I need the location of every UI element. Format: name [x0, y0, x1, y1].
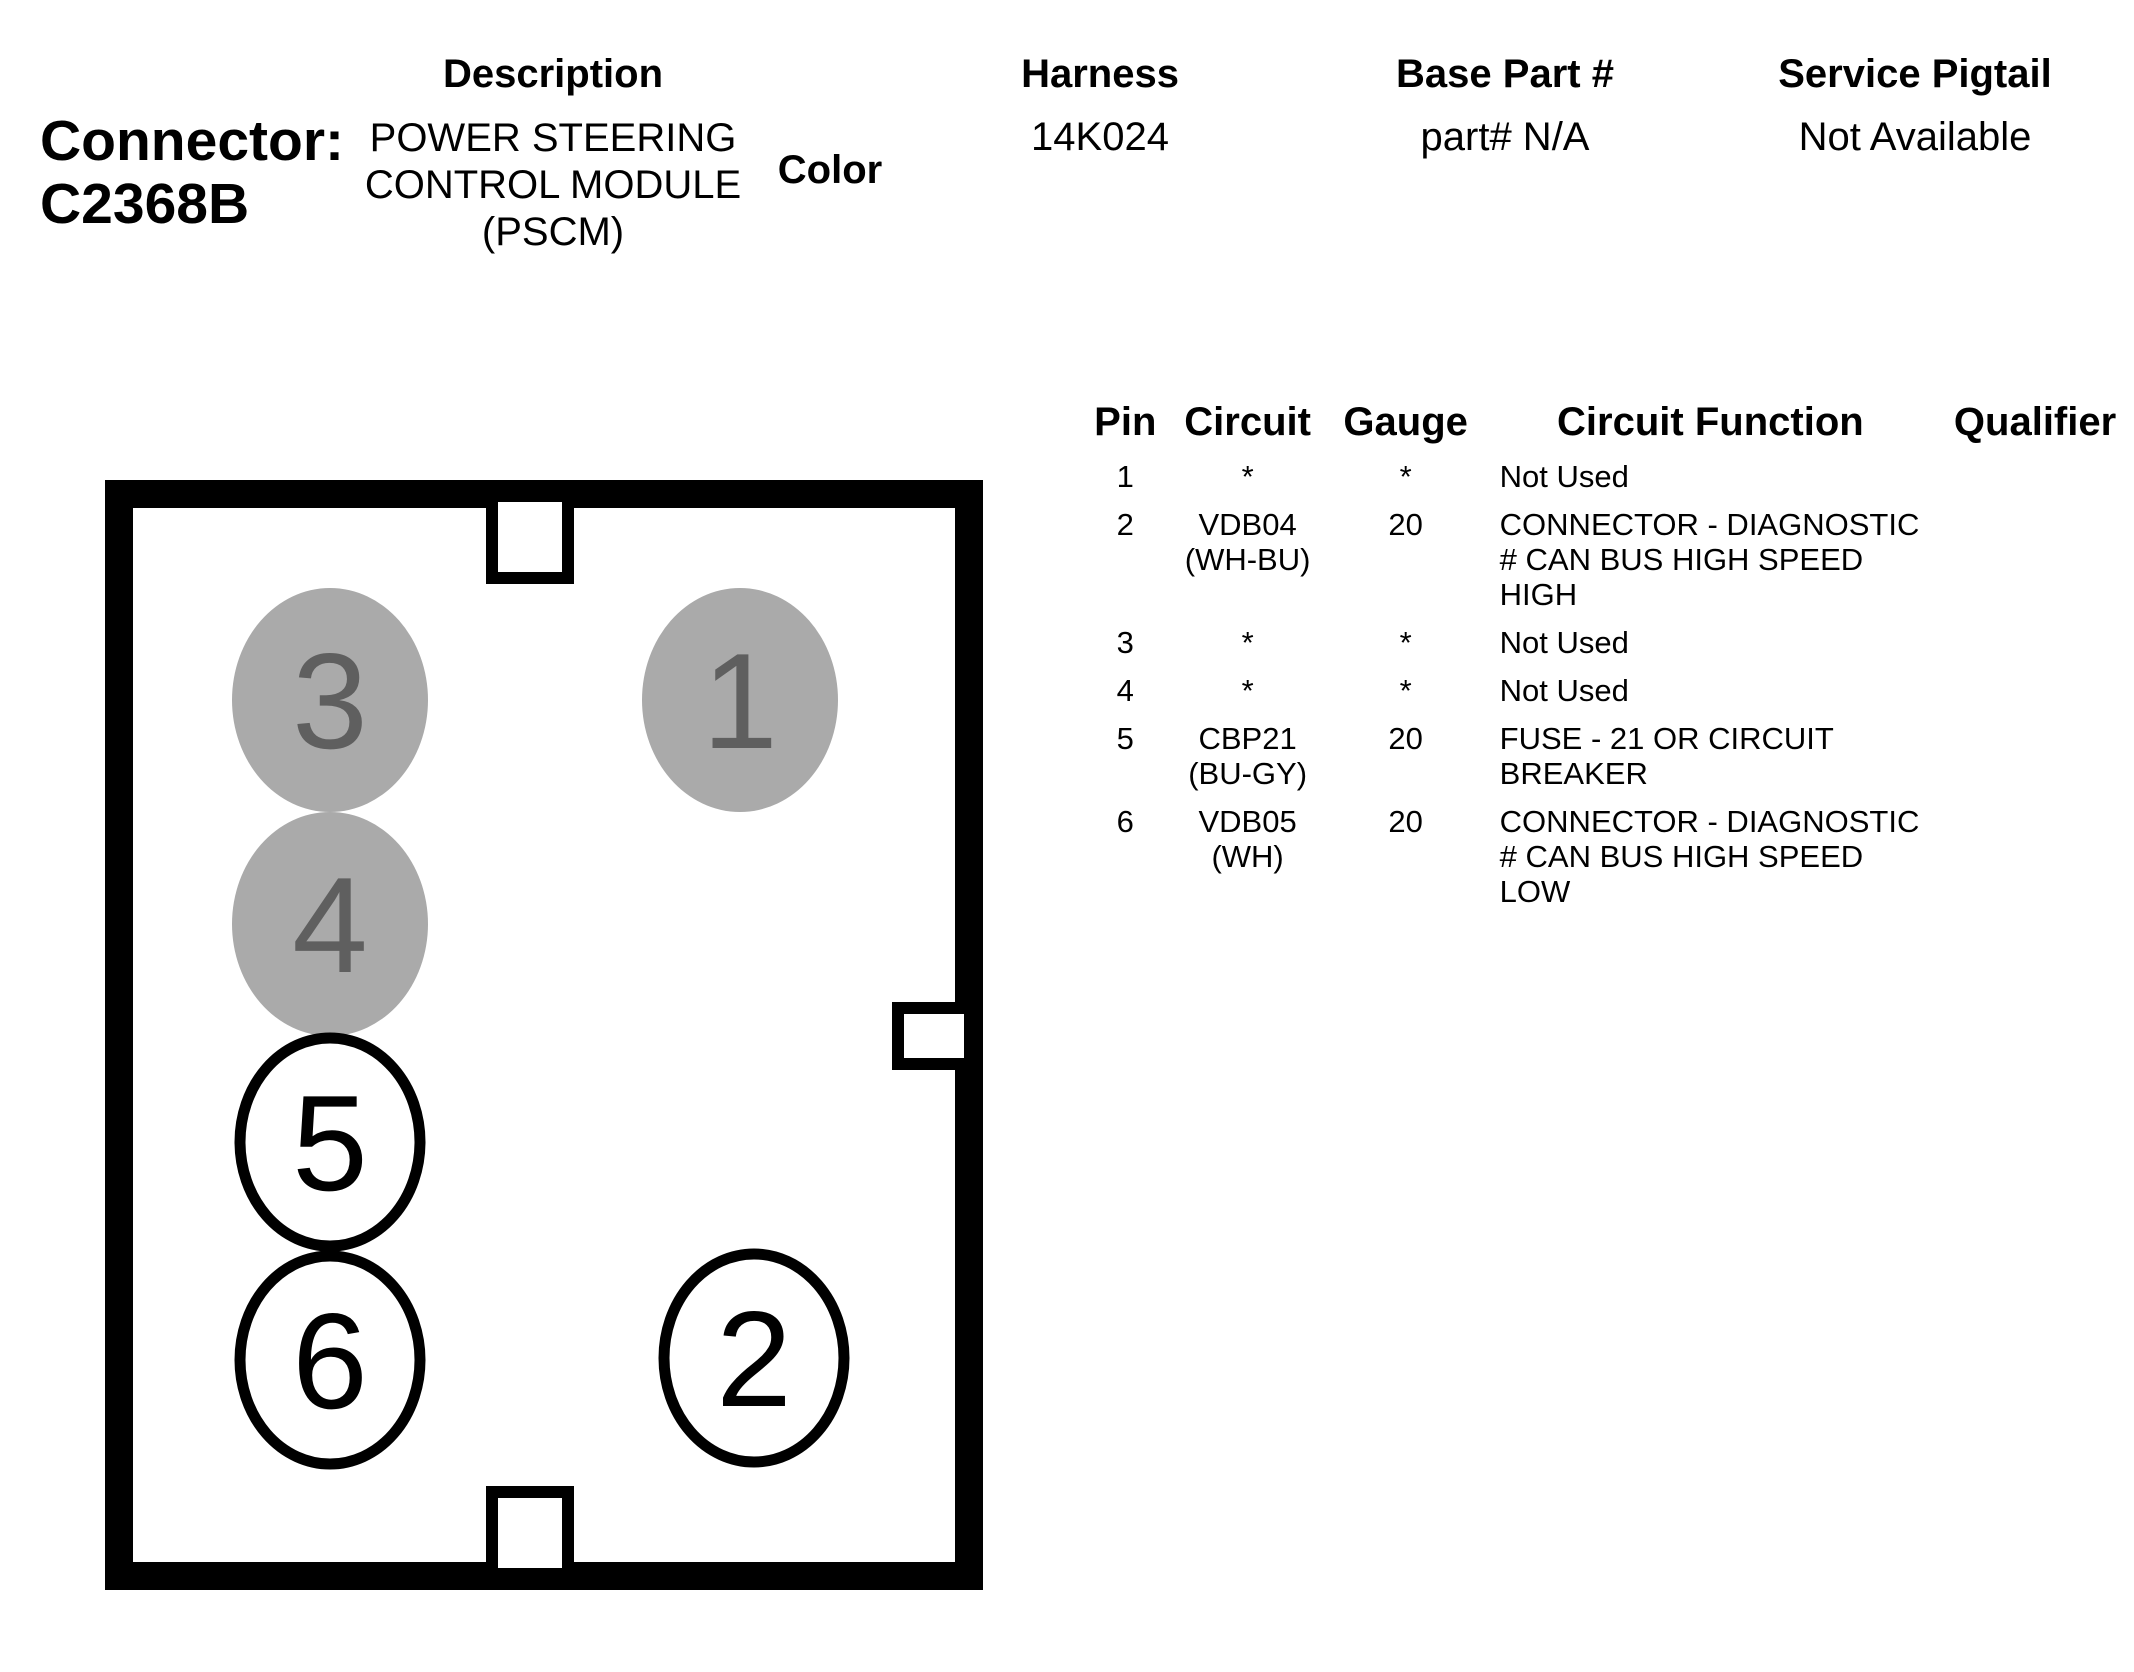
circuit-function: Not Used	[1499, 625, 1629, 660]
pin-number-label: 2	[716, 1283, 792, 1435]
circuit-cell: CBP21(BU-GY)	[1169, 721, 1327, 804]
circuit-id: CBP21	[1198, 721, 1297, 756]
connector-housing	[105, 480, 983, 1590]
pin-number-label: 3	[292, 625, 368, 777]
pin-cavity	[232, 812, 428, 1036]
top-latch-notch	[486, 490, 574, 584]
connector-face-diagram: 1 2 3 4 5 6	[105, 480, 983, 1590]
connector-id: C2368B	[40, 172, 250, 236]
harness-value: 14K024	[1031, 115, 1169, 159]
pin-table: Pin Circuit Gauge Circuit Function Quali…	[1082, 400, 2134, 922]
base-part-value: part# N/A	[1420, 115, 1590, 159]
pin-4-unused: 4	[232, 812, 428, 1036]
gauge: *	[1399, 625, 1412, 660]
pin-table-header-row: Pin Circuit Gauge Circuit Function Quali…	[1082, 400, 2134, 459]
service-pigtail-value: Not Available	[1798, 115, 2032, 159]
circuit-cell: *	[1169, 625, 1327, 673]
connector-label: Connector: C2368B	[40, 110, 344, 236]
circuit-cell: VDB05(WH)	[1169, 804, 1327, 922]
circuit-cell: VDB04(WH-BU)	[1169, 507, 1327, 625]
gauge: *	[1399, 673, 1412, 708]
pin-cavity	[642, 588, 838, 812]
qualifier	[1936, 625, 2134, 673]
column-header-pin: Pin	[1094, 400, 1157, 444]
circuit-id: *	[1241, 625, 1254, 660]
circuit-function: Not Used	[1499, 673, 1629, 708]
table-row: 2 VDB04(WH-BU) 20 CONNECTOR - DIAGNOSTIC…	[1082, 507, 2134, 625]
pin-number: 6	[1116, 804, 1134, 839]
bottom-latch-notch	[486, 1486, 574, 1580]
column-header-circuit: Circuit	[1184, 400, 1311, 444]
table-row: 5 CBP21(BU-GY) 20 FUSE - 21 OR CIRCUIT B…	[1082, 721, 2134, 804]
circuit-function: CONNECTOR - DIAGNOSTIC # CAN BUS HIGH SP…	[1499, 804, 1920, 909]
gauge: 20	[1388, 804, 1423, 839]
pin-number: 2	[1116, 507, 1134, 542]
circuit-color: (WH)	[1211, 839, 1284, 874]
pin-cavity	[234, 1250, 426, 1470]
side-key-notch	[892, 1002, 976, 1070]
circuit-function: FUSE - 21 OR CIRCUIT BREAKER	[1499, 721, 1834, 791]
column-header-gauge: Gauge	[1343, 400, 1468, 444]
color-header: Color	[777, 148, 883, 192]
pin-1-unused: 1	[642, 588, 838, 812]
pin-3-unused: 3	[232, 588, 428, 812]
circuit-id: VDB05	[1198, 804, 1297, 839]
qualifier	[1936, 507, 2134, 625]
qualifier	[1936, 721, 2134, 804]
pin-number: 4	[1116, 673, 1134, 708]
harness-header: Harness	[1021, 52, 1179, 96]
circuit-cell: *	[1169, 673, 1327, 721]
pin-cavity	[234, 1032, 426, 1252]
pin-number-label: 5	[292, 1067, 368, 1219]
pin-cavity	[658, 1248, 850, 1468]
pin-number: 1	[1116, 459, 1134, 494]
pin-2-used: 2	[658, 1248, 850, 1468]
circuit-id: VDB04	[1198, 507, 1297, 542]
circuit-color: (BU-GY)	[1188, 756, 1308, 791]
qualifier	[1936, 459, 2134, 507]
gauge: 20	[1388, 721, 1423, 756]
table-row: 6 VDB05(WH) 20 CONNECTOR - DIAGNOSTIC # …	[1082, 804, 2134, 922]
table-row: 1 * * Not Used	[1082, 459, 2134, 507]
pin-number-label: 4	[292, 849, 368, 1001]
pin-number: 3	[1116, 625, 1134, 660]
circuit-cell: *	[1169, 459, 1327, 507]
table-row: 3 * * Not Used	[1082, 625, 2134, 673]
circuit-id: *	[1241, 459, 1254, 494]
service-pigtail-header: Service Pigtail	[1778, 52, 2052, 96]
pin-number-label: 6	[292, 1285, 368, 1437]
description-value: POWER STEERING CONTROL MODULE (PSCM)	[364, 116, 742, 254]
qualifier	[1936, 804, 2134, 922]
pin-number-label: 1	[702, 625, 778, 777]
circuit-function: Not Used	[1499, 459, 1629, 494]
circuit-function: CONNECTOR - DIAGNOSTIC # CAN BUS HIGH SP…	[1499, 507, 1920, 612]
pin-6-used: 6	[234, 1250, 426, 1470]
column-header-circuit-function: Circuit Function	[1557, 400, 1864, 444]
connector-label-title: Connector:	[40, 109, 344, 173]
table-row: 4 * * Not Used	[1082, 673, 2134, 721]
gauge: 20	[1388, 507, 1423, 542]
pin-5-used: 5	[234, 1032, 426, 1252]
pin-number: 5	[1116, 721, 1134, 756]
gauge: *	[1399, 459, 1412, 494]
pin-cavity	[232, 588, 428, 812]
qualifier	[1936, 673, 2134, 721]
base-part-header: Base Part #	[1396, 52, 1614, 96]
description-header: Description	[442, 52, 664, 96]
column-header-qualifier: Qualifier	[1953, 400, 2117, 444]
circuit-id: *	[1241, 673, 1254, 708]
circuit-color: (WH-BU)	[1184, 542, 1311, 577]
pin-cavities: 1 2 3 4 5 6	[232, 588, 850, 1470]
